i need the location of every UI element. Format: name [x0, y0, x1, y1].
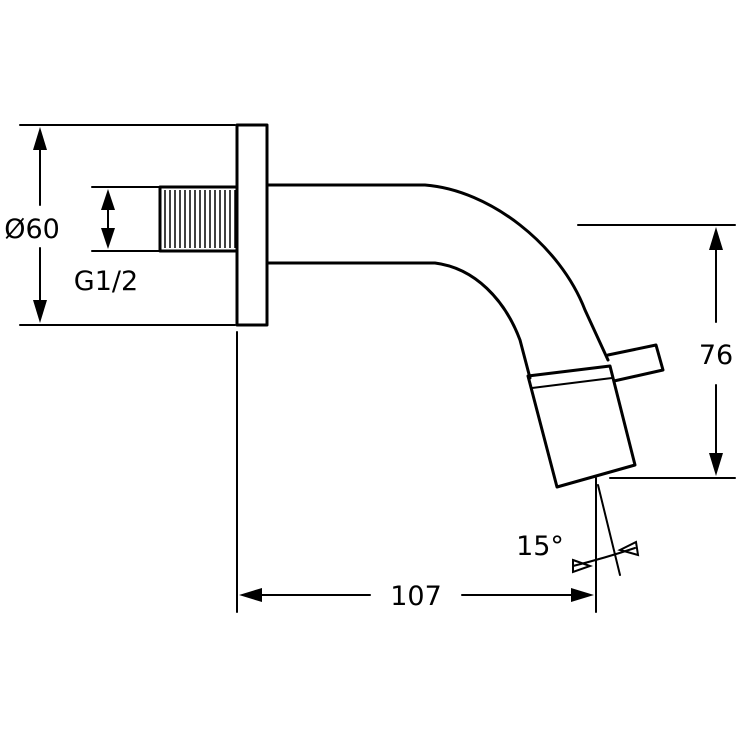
height-arrow-up — [709, 227, 723, 250]
dimension-angle: 15° — [516, 484, 640, 576]
dimension-flange-diameter: Ø60 — [4, 124, 236, 326]
spout-top-edge — [265, 183, 610, 362]
spout-bottom-edge — [265, 261, 532, 380]
thread-outline — [158, 185, 239, 253]
outlet-head — [526, 343, 665, 489]
projection-arrow-right — [571, 588, 594, 602]
thread-ribs — [164, 190, 236, 248]
angle-arrow-right — [617, 540, 640, 557]
wall-flange — [235, 123, 269, 327]
outlet-ring — [531, 377, 613, 389]
operating-lever — [606, 343, 665, 383]
spout-body — [265, 183, 610, 380]
thread-arrow-down — [101, 228, 115, 249]
projection-arrow-left — [239, 588, 262, 602]
height-label: 76 — [699, 340, 733, 371]
angle-flow-line — [597, 484, 621, 576]
dimension-height: 76 — [577, 224, 736, 479]
height-arrow-down — [709, 453, 723, 476]
dimension-thread: G1/2 — [74, 186, 161, 297]
projection-label: 107 — [390, 581, 442, 612]
angle-label: 15° — [516, 531, 564, 562]
angle-arrow-left — [572, 558, 594, 574]
angle-arc — [572, 547, 636, 567]
flange-diameter-label: Ø60 — [4, 214, 60, 245]
thread-label: G1/2 — [74, 266, 138, 297]
outlet-housing — [526, 364, 637, 489]
dimension-projection: 107 — [236, 331, 597, 613]
arrow-up — [33, 127, 47, 150]
threaded-connector — [158, 185, 239, 253]
thread-arrow-up — [101, 189, 115, 210]
arrow-down — [33, 300, 47, 323]
